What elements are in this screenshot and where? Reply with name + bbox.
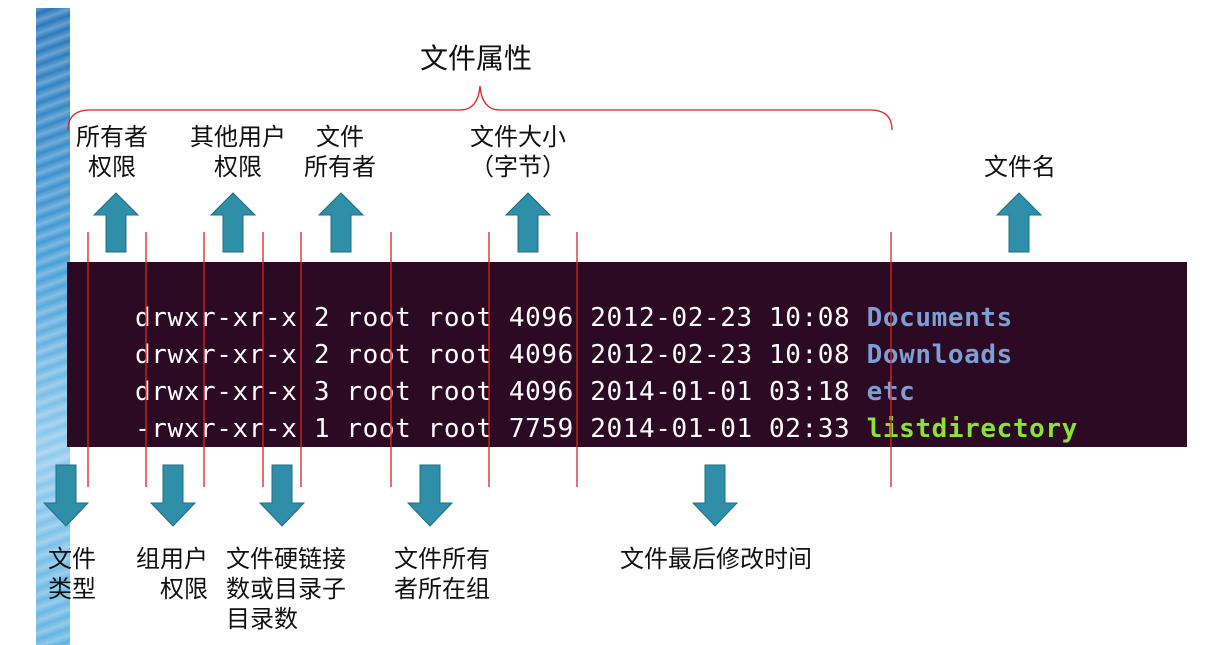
down-arrow-icon: [149, 464, 197, 527]
left-gutter: [0, 0, 36, 645]
down-arrow-icon: [258, 464, 306, 527]
owner-field: root: [346, 340, 412, 370]
up-arrow-icon: [209, 192, 257, 253]
date-field: 2014-01-01: [590, 377, 753, 407]
label-file-owner: 文件所有者: [304, 123, 376, 181]
date-field: 2012-02-23: [590, 303, 753, 333]
size-field: 1985: [508, 451, 574, 481]
size-field: 4096: [508, 377, 574, 407]
size-field: 4096: [508, 340, 574, 370]
label-owner-group: 文件所有者所在组: [394, 545, 490, 603]
down-arrow-icon: [42, 464, 90, 527]
perm-field: drwxr-xr-x: [135, 340, 298, 370]
attributes-brace: [67, 85, 893, 131]
up-arrow-icon: [504, 192, 552, 253]
label-modification-time: 文件最后修改时间: [620, 545, 812, 573]
links-field: 2: [313, 303, 331, 333]
time-field: 02:33: [769, 414, 851, 444]
listing-row: drwxr-xr-x 2 root root 4096 2012-02-23 1…: [70, 263, 1013, 333]
up-arrow-icon: [317, 192, 365, 253]
perm-field: drwxr-xr-x: [135, 377, 298, 407]
decorative-blue-strip: [36, 8, 70, 645]
filename-field: listdirectory.c: [866, 451, 1111, 481]
label-file-name: 文件名: [984, 153, 1056, 181]
group-field: root: [427, 377, 493, 407]
diagram-title: 文件属性: [420, 42, 533, 75]
size-field: 4096: [508, 303, 574, 333]
listing-row: drwxr-xr-x 2 root root 4096 2012-02-23 1…: [70, 300, 1013, 370]
time-field: 10:08: [769, 303, 851, 333]
perm-field: -rw-r--r--: [135, 451, 298, 481]
label-owner-permission: 所有者权限: [76, 123, 148, 181]
listing-row: drwxr-xr-x 3 root root 4096 2014-01-01 0…: [70, 337, 915, 407]
group-field: root: [427, 414, 493, 444]
time-field: 03:42: [769, 451, 851, 481]
links-field: 1: [313, 451, 331, 481]
owner-field: root: [346, 451, 412, 481]
links-field: 3: [313, 377, 331, 407]
listing-row: -rwxr-xr-x 1 root root 7759 2014-01-01 0…: [70, 374, 1078, 444]
size-field: 7759: [508, 414, 574, 444]
up-arrow-icon: [995, 192, 1043, 253]
down-arrow-icon: [406, 464, 454, 527]
time-field: 03:18: [769, 377, 851, 407]
group-field: root: [427, 303, 493, 333]
column-dividers: [87, 232, 892, 487]
links-field: 1: [313, 414, 331, 444]
perm-field: drwxr-xr-x: [135, 303, 298, 333]
perm-field: -rwxr-xr-x: [135, 414, 298, 444]
owner-field: root: [346, 377, 412, 407]
group-field: root: [427, 340, 493, 370]
time-field: 10:08: [769, 340, 851, 370]
date-field: 2014-01-01: [590, 414, 753, 444]
owner-field: root: [346, 303, 412, 333]
label-link-count: 文件硬链接数或目录子目录数: [226, 545, 346, 633]
links-field: 2: [313, 340, 331, 370]
filename-field: listdirectory: [866, 414, 1078, 444]
label-file-type: 文件类型: [48, 545, 96, 603]
label-group-permission: 组用户权限: [136, 545, 208, 603]
label-file-size: 文件大小（字节）: [470, 123, 566, 181]
date-field: 2012-02-23: [590, 340, 753, 370]
down-arrow-icon: [691, 464, 739, 527]
label-other-permission: 其他用户权限: [190, 123, 286, 181]
up-arrow-icon: [92, 192, 140, 253]
owner-field: root: [346, 414, 412, 444]
